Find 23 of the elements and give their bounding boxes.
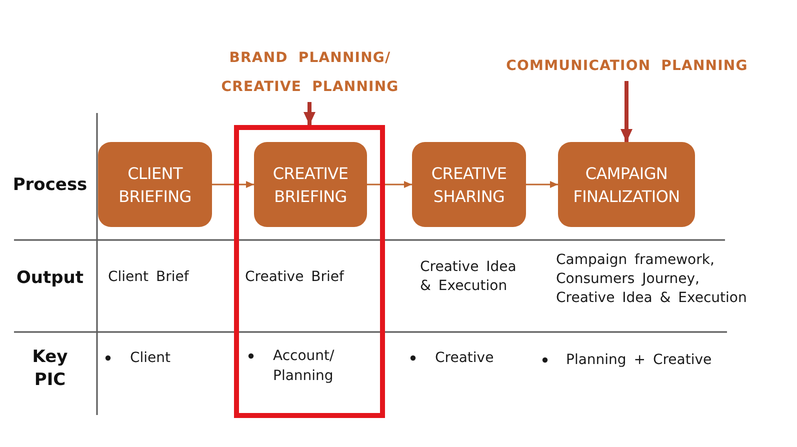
arrow <box>620 81 632 142</box>
phase-heading: BRAND PLANNING/ CREATIVE PLANNING <box>220 44 400 102</box>
process-box: CREATIVE SHARING <box>412 142 526 227</box>
arrow <box>526 181 558 188</box>
arrow <box>367 181 412 188</box>
process-box: CREATIVE BRIEFING <box>254 142 367 227</box>
output-text: Creative Idea & Execution <box>420 258 518 296</box>
arrow <box>212 181 254 188</box>
output-text: Creative Brief <box>245 268 345 287</box>
process-box: CLIENT BRIEFING <box>98 142 212 227</box>
arrow <box>304 102 316 125</box>
output-text: Client Brief <box>108 268 190 287</box>
process-box: CAMPAIGN FINALIZATION <box>558 142 695 227</box>
phase-heading: COMMUNICATION PLANNING <box>506 52 748 81</box>
highlight-frame <box>234 125 385 418</box>
person-text: Client <box>130 349 172 368</box>
row-header: Key PIC <box>32 346 68 392</box>
person-text: Planning + Creative <box>566 351 713 370</box>
output-text: Campaign framework, Consumers Journey, Creative Idea & Execution <box>556 251 748 308</box>
person-text: Creative <box>435 349 495 368</box>
person-text: Account/ Planning <box>273 347 336 386</box>
row-header: Process <box>12 174 88 197</box>
row-header: Output <box>16 267 84 290</box>
